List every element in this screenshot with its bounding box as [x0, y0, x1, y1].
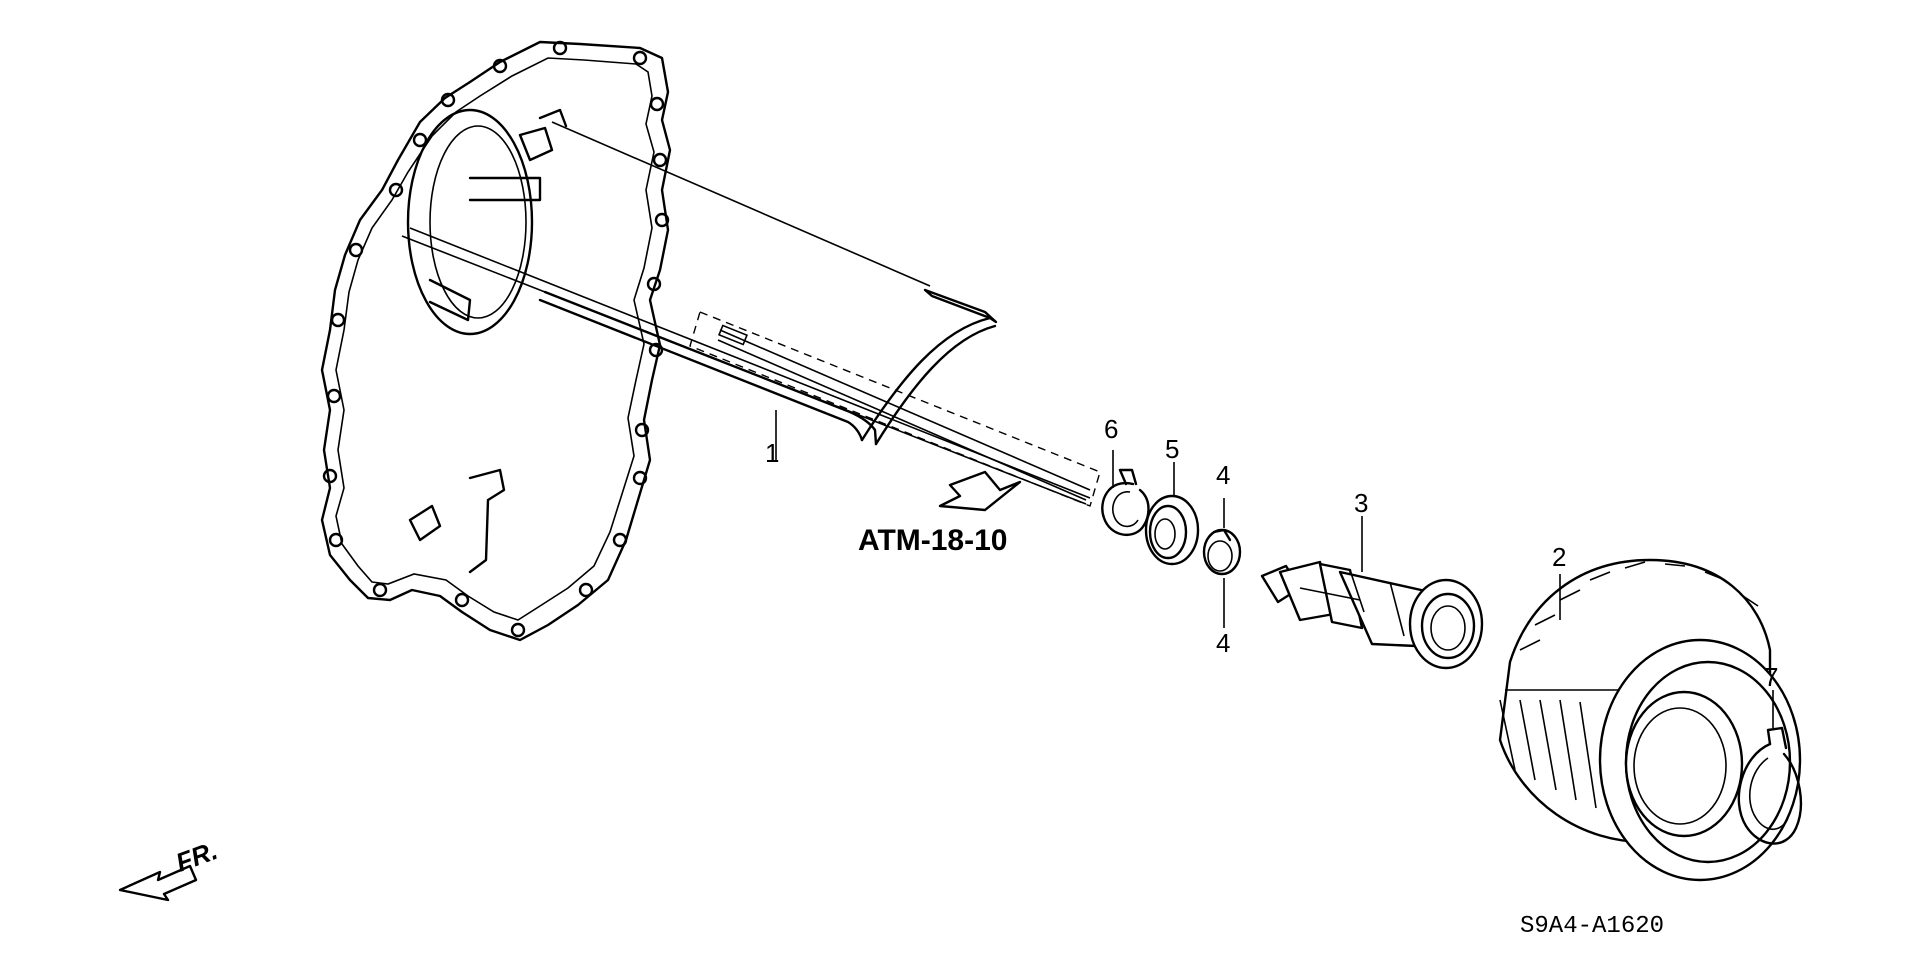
part-5-washer: [1144, 462, 1200, 566]
label-part-1: 1: [765, 438, 779, 468]
part-4-snap-ring: [1202, 498, 1242, 628]
reference-code: ATM-18-10: [858, 524, 1007, 557]
label-part-7: 7: [1764, 662, 1778, 692]
part-7-circlip: [1737, 690, 1803, 845]
part-3-shaft: [1260, 516, 1484, 670]
label-part-6: 6: [1104, 414, 1118, 444]
label-part-4-upper: 4: [1216, 460, 1230, 490]
label-part-4-lower: 4: [1216, 628, 1230, 658]
part-1-feed-pipe: [538, 288, 1101, 507]
label-part-5: 5: [1165, 434, 1179, 464]
transmission-case-gasket: [320, 40, 672, 642]
label-part-3: 3: [1354, 488, 1368, 518]
front-direction-arrow: [118, 864, 198, 902]
part-6-snap-ring: [1101, 450, 1150, 537]
front-marker: FR.: [172, 835, 222, 878]
bolt-holes: [322, 40, 670, 638]
diagram-code: S9A4-A1620: [1520, 913, 1664, 940]
reference-arrow: [938, 470, 1022, 512]
label-part-2: 2: [1552, 542, 1566, 572]
part-2-gear: [1498, 558, 1802, 882]
